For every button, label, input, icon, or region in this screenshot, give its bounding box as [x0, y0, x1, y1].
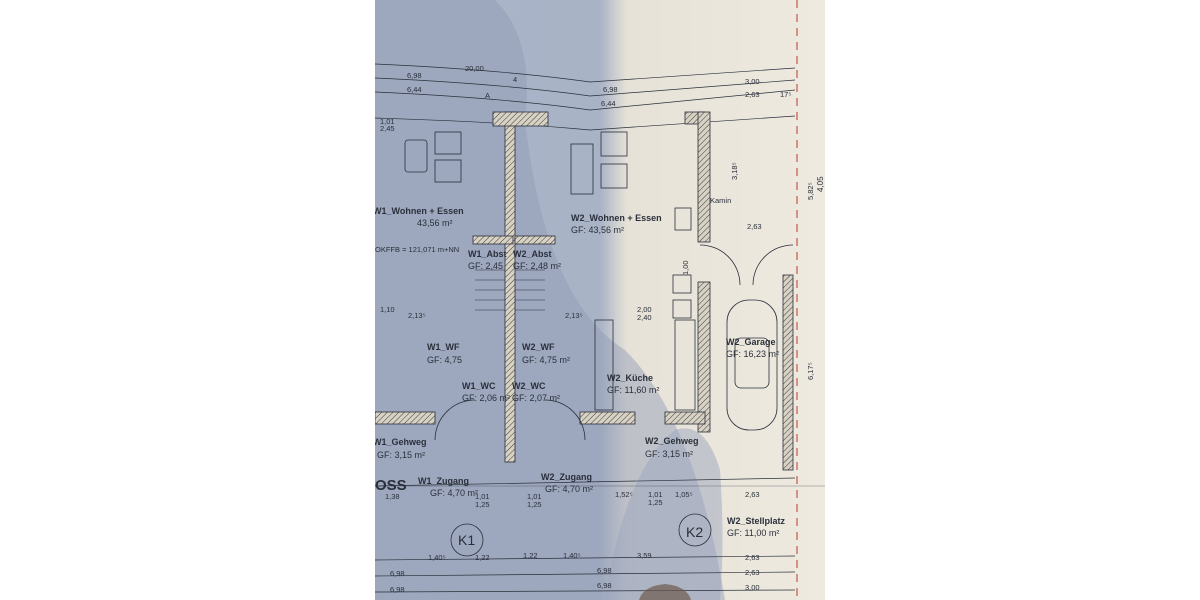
room-area: GF: 4,70 m²	[430, 488, 478, 498]
misc-dim: 2,00	[637, 305, 652, 314]
dim: 1,25	[648, 498, 663, 507]
bottom-dims-row1: 1,38 1,01 1,25 1,01 1,25 1,52⁵ 1,01 1,25…	[385, 490, 760, 509]
room-name: W2_WF	[522, 342, 555, 352]
dim-left-outer: 6,98	[407, 71, 422, 80]
dim-window-w: 1,01	[380, 117, 395, 126]
room-name: W2_Zugang	[541, 472, 592, 482]
dim: 1,22	[475, 553, 490, 562]
dim: 1,40⁵	[428, 553, 446, 562]
marker-k1: K1	[458, 532, 475, 548]
room-area: GF: 2,45	[468, 261, 503, 271]
dim: 3,59	[637, 551, 652, 560]
dim: 1,22	[523, 551, 538, 560]
room-area: GF: 16,23 m²	[726, 349, 779, 359]
dim: 1,40⁵	[563, 551, 581, 560]
room-name: W2_Stellplatz	[727, 516, 786, 526]
room-name: W1_WC	[462, 381, 496, 391]
misc-dim: 2,63	[747, 222, 762, 231]
dim-garage-inner: 2,63	[745, 90, 760, 99]
room-area: GF: 2,06 m²	[462, 393, 510, 403]
room-name: W1_Zugang	[418, 476, 469, 486]
fingertip	[639, 584, 691, 600]
dim: 1,01	[475, 492, 490, 501]
dim-wall: 17⁵	[780, 90, 791, 99]
room-name: W2_Gehweg	[645, 436, 699, 446]
room-area: GF: 2,07 m²	[512, 393, 560, 403]
misc-dim: 1,10	[380, 305, 395, 314]
section-label: A	[485, 91, 490, 100]
dim-right-outer: 6,98	[603, 85, 618, 94]
dim: 1,01	[648, 490, 663, 499]
furniture	[404, 131, 794, 557]
dim: 1,25	[475, 500, 490, 509]
dim: 6,98	[390, 569, 405, 578]
dim-garage: 3,00	[745, 77, 760, 86]
room-name: W1_Wohnen + Essen	[375, 206, 464, 216]
side-dim: 3,18⁵	[730, 162, 739, 180]
dim: 1,38	[385, 492, 400, 501]
dim: 2,63	[745, 490, 760, 499]
room-name: W2_Abst	[513, 249, 552, 259]
room-name: W2_Küche	[607, 373, 653, 383]
room-area: GF: 3,15 m²	[377, 450, 425, 460]
room-area: 43,56 m²	[417, 218, 453, 228]
room-area: GF: 4,70 m²	[545, 484, 593, 494]
misc-dim: 1,00	[681, 260, 690, 275]
dim: 6,98	[390, 585, 405, 594]
misc-dim: 2,40	[637, 313, 652, 322]
dim: 2,63	[745, 553, 760, 562]
dim: 1,01	[527, 492, 542, 501]
dim: 6,98	[597, 566, 612, 575]
shadow	[375, 0, 725, 600]
room-name: W1_Abst	[468, 249, 507, 259]
bottom-dims-row3: 6,98 6,98 2,63 6,98 6,98 3,00	[390, 566, 760, 594]
room-area: GF: 3,15 m²	[645, 449, 693, 459]
dim-window-h: 2,45	[380, 124, 395, 133]
dim: 1,25	[527, 500, 542, 509]
dim: 6,98	[597, 581, 612, 590]
dim-mid: 4	[513, 75, 517, 84]
room-name: W2_Garage	[726, 337, 776, 347]
marker-k2: K2	[686, 524, 703, 540]
dim: 1,52⁵	[615, 490, 633, 499]
side-dim: 6,17⁵	[806, 362, 815, 380]
room-name: W1_Gehweg	[375, 437, 427, 447]
room-name: W2_WC	[512, 381, 546, 391]
room-area: GF: 11,00 m²	[727, 528, 779, 538]
room-name: W2_Wohnen + Essen	[571, 213, 662, 223]
room-area: GF: 11,60 m²	[607, 385, 659, 395]
room-area: GF: 4,75	[427, 355, 462, 365]
dim-left-inner: 6,44	[407, 85, 422, 94]
floor-plan-photo: 20,00 6,98 6,44 6,98 6,44 3,00 2,63 17⁵ …	[375, 0, 825, 600]
dim: 2,63	[745, 568, 760, 577]
side-dim: 4,05	[816, 176, 825, 192]
dim: 3,00	[745, 583, 760, 592]
misc-dim: 2,13⁵	[565, 311, 583, 320]
room-area: GF: 2,48 m²	[513, 261, 561, 271]
dim-total: 20,00	[465, 64, 484, 73]
ffb-label: OKFFB = 121,071 m+NN	[375, 245, 459, 254]
kamin-label: Kamin	[710, 196, 731, 205]
floor-plan: 20,00 6,98 6,44 6,98 6,44 3,00 2,63 17⁵ …	[375, 0, 825, 600]
walls	[375, 111, 794, 471]
misc-dim: 2,13⁵	[408, 311, 426, 320]
side-dim: 5,82⁵	[806, 182, 815, 200]
plan-title-fragment: OSS	[375, 477, 407, 494]
room-area: GF: 4,75 m²	[522, 355, 570, 365]
dim: 1,05⁵	[675, 490, 693, 499]
room-name: W1_WF	[427, 342, 460, 352]
staircase	[475, 269, 545, 311]
room-area: GF: 43,56 m²	[571, 225, 624, 235]
bottom-dims-row2: 1,40⁵ 1,22 1,22 1,40⁵ 3,59 2,63	[428, 551, 760, 562]
dim-right-inner: 6,44	[601, 99, 616, 108]
